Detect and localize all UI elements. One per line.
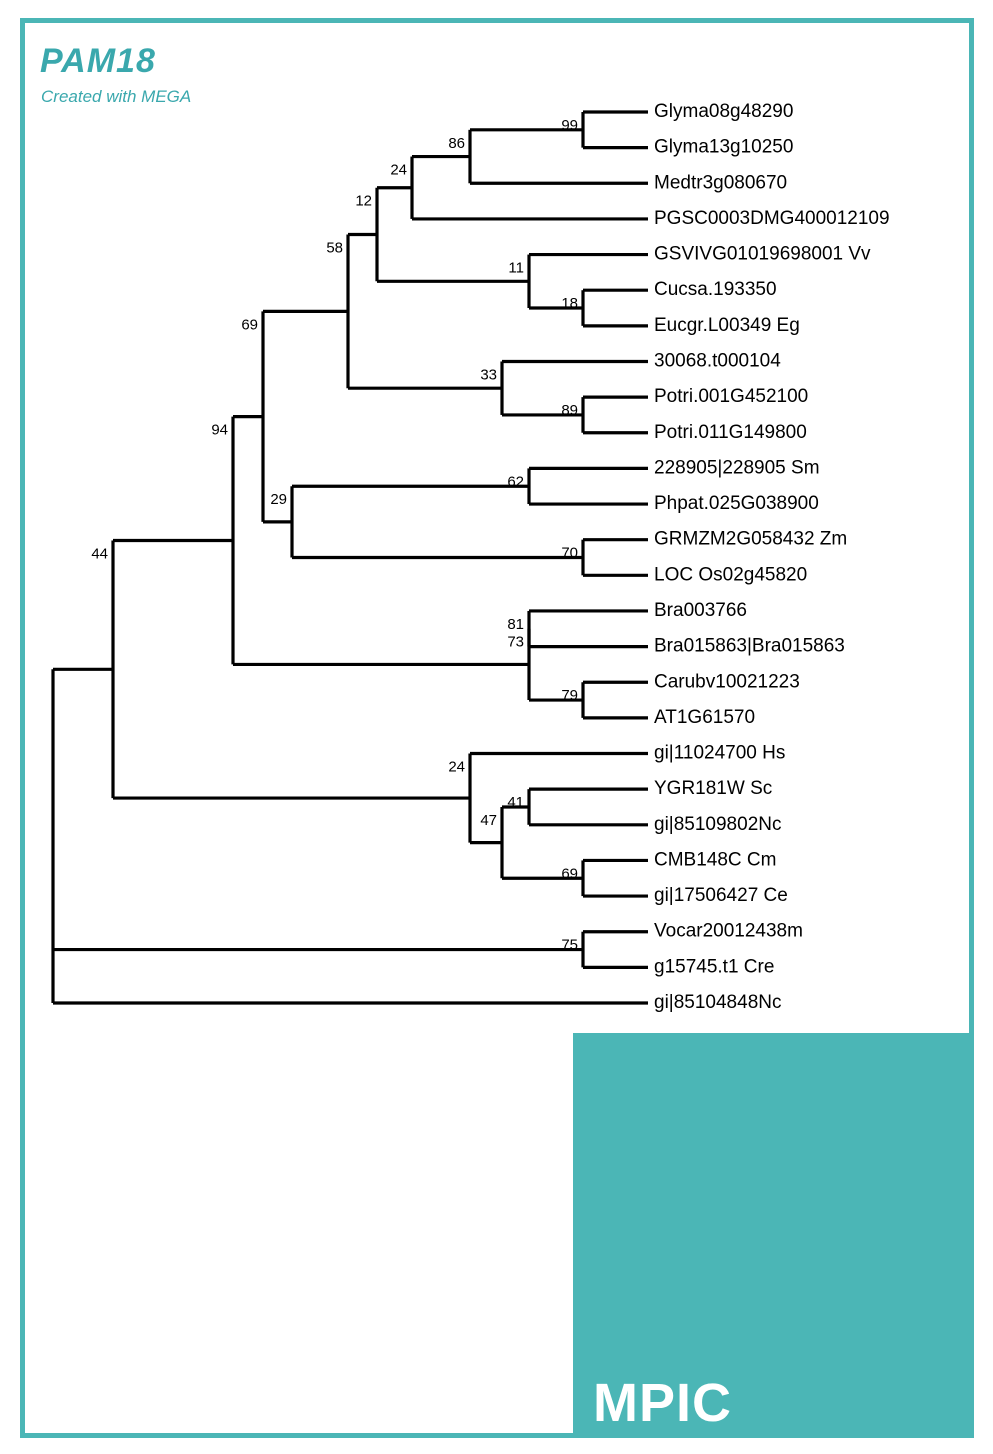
mpic-watermark-block: MPIC	[573, 1033, 974, 1438]
support-value: 58	[326, 239, 343, 256]
support-value: 62	[507, 473, 524, 490]
leaf-label: LOC Os02g45820	[654, 564, 807, 585]
leaf-label: Bra015863|Bra015863	[654, 636, 845, 657]
support-value: 24	[448, 758, 465, 775]
leaf-label: Cucsa.193350	[654, 279, 777, 300]
support-value: 81	[507, 616, 524, 633]
tree-support-values: 99 86 24 18 11 12 89 33 58 62 70 29 69 81 79 73 94 41 69 47…	[91, 117, 578, 954]
leaf-label: gi|11024700 Hs	[654, 743, 785, 764]
support-value: 33	[480, 366, 497, 383]
leaf-label: 228905|228905 Sm	[654, 457, 820, 478]
support-value: 99	[561, 117, 578, 134]
leaf-label: Glyma13g10250	[654, 137, 793, 158]
leaf-label: Carubv10021223	[654, 671, 800, 692]
leaf-label: AT1G61570	[654, 707, 755, 728]
support-value: 73	[507, 634, 524, 651]
support-value: 70	[561, 545, 578, 562]
support-value: 89	[561, 402, 578, 419]
leaf-label: gi|85104848Nc	[654, 992, 781, 1013]
leaf-label: CMB148C Cm	[654, 849, 776, 870]
support-value: 94	[211, 422, 228, 439]
support-value: 11	[508, 260, 524, 277]
tree-leaf-labels: Glyma08g48290Glyma13g10250Medtr3g080670P…	[654, 101, 890, 1013]
leaf-label: Vocar20012438m	[654, 921, 803, 942]
leaf-label: Bra003766	[654, 600, 747, 621]
support-value: 12	[355, 193, 372, 210]
leaf-label: Potri.001G452100	[654, 386, 808, 407]
support-value: 41	[507, 794, 524, 811]
support-value: 75	[561, 937, 578, 954]
support-value: 86	[448, 135, 465, 152]
leaf-label: Glyma08g48290	[654, 101, 793, 122]
leaf-label: g15745.t1 Cre	[654, 956, 774, 977]
leaf-label: Phpat.025G038900	[654, 493, 819, 514]
leaf-label: Potri.011G149800	[654, 422, 807, 443]
leaf-label: 30068.t000104	[654, 350, 781, 371]
support-value: 79	[561, 687, 578, 704]
support-value: 69	[241, 316, 258, 333]
tree-branches	[51, 110, 648, 1005]
support-value: 29	[270, 491, 287, 508]
leaf-label: PGSC0003DMG400012109	[654, 208, 890, 229]
teal-border-frame	[20, 18, 974, 1438]
leaf-label: Medtr3g080670	[654, 172, 787, 193]
page-subtitle: Created with MEGA	[41, 87, 192, 106]
leaf-label: Eucgr.L00349 Eg	[654, 315, 800, 336]
support-value: 47	[480, 812, 497, 829]
leaf-label: GSVIVG01019698001 Vv	[654, 244, 871, 265]
support-value: 24	[390, 162, 407, 179]
leaf-label: gi|85109802Nc	[654, 814, 781, 835]
support-value: 18	[561, 295, 578, 312]
page-title: PAM18	[40, 42, 156, 80]
leaf-label: GRMZM2G058432 Zm	[654, 529, 847, 550]
mpic-wordmark: MPIC	[593, 1373, 732, 1433]
leaf-label: gi|17506427 Ce	[654, 885, 788, 906]
support-value: 44	[91, 545, 108, 562]
support-value: 69	[561, 865, 578, 882]
leaf-label: YGR181W Sc	[654, 778, 772, 799]
